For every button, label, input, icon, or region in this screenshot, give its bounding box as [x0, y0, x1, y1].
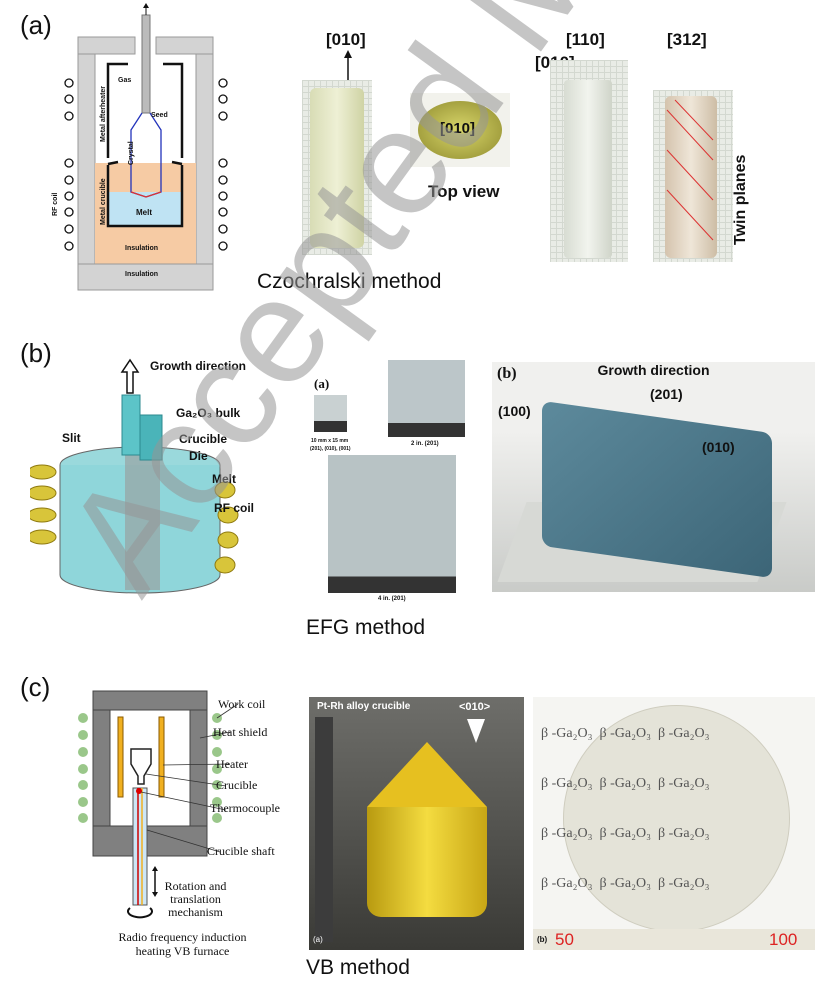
arrow-icon	[344, 50, 352, 82]
plane-201: (201)	[650, 386, 683, 402]
efg-crystal-photo: (b) Growth direction (100) (201) (010)	[492, 362, 815, 592]
czochralski-crystal-photo	[302, 80, 372, 255]
wafer-text: β -Ga₂O₃	[599, 726, 651, 741]
direction-010-label: [010]	[326, 30, 366, 49]
110-crystal-photo	[550, 60, 628, 262]
direction-label: <010>	[459, 701, 491, 713]
rotation-line2: translation	[170, 892, 221, 906]
wafer-text: β -Ga₂O₃	[657, 726, 710, 741]
rf-coil-label-b: RF coil	[214, 501, 255, 515]
wafer-text: β -Ga₂O₃	[657, 876, 710, 891]
insulation-inner-label: Insulation	[125, 245, 159, 252]
wafer-text: β -Ga₂O₃	[541, 776, 593, 791]
small-wafer-planes: (201), (010), (001)	[310, 446, 351, 452]
direction-312-label: [312]	[667, 30, 707, 49]
melt-label-b: Melt	[212, 472, 236, 486]
wafer-text: β -Ga₂O₃	[657, 826, 710, 841]
melt-label: Melt	[136, 208, 152, 217]
wafer-text: β -Ga₂O₃	[657, 776, 710, 791]
twin-planes-label: Twin planes	[732, 154, 749, 245]
efg-diagram	[30, 358, 239, 594]
top-view-direction: [010]	[440, 120, 476, 137]
312-crystal-photo	[653, 90, 733, 262]
crucible-shaft-label: Crucible shaft	[207, 844, 275, 858]
photo-a-tag: (a)	[314, 376, 330, 391]
large-wafer-size: 4 in. (201)	[378, 596, 406, 602]
heat-shield-label: Heat shield	[213, 725, 268, 739]
wafer-text-grid: β -Ga₂O₃ β -Ga₂O₃ β -Ga₂O₃ β -Ga₂O₃ β -G…	[541, 709, 815, 909]
plane-100: (100)	[498, 403, 531, 419]
afterheater-label: Metal afterheater	[100, 85, 107, 142]
czochralski-method-title: Czochralski method	[257, 270, 442, 293]
vb-method-title: VB method	[306, 956, 410, 979]
metal-crucible-label: Metal crucible	[100, 178, 107, 225]
pt-rh-label: Pt-Rh alloy crucible	[317, 701, 411, 712]
ruler-100: 100	[769, 930, 798, 949]
photo-b-tag-c: (b)	[537, 935, 548, 944]
direction-110-label: [110]	[566, 30, 605, 49]
small-wafer-size: 10 mm x 15 mm	[311, 438, 349, 444]
vb-crystal-photo: Pt-Rh alloy crucible <010> (a)	[309, 697, 524, 950]
panel-b-label: (b)	[20, 338, 52, 368]
mid-wafer-size: 2 in. (201)	[411, 441, 439, 447]
wafer-text: β -Ga₂O₃	[599, 876, 651, 891]
wafer-text: β -Ga₂O₃	[541, 826, 593, 841]
photo-a-tag-c: (a)	[313, 935, 323, 944]
panel-c-label: (c)	[20, 672, 51, 702]
crucible-label-c: Crucible	[216, 778, 258, 792]
gas-label: Gas	[118, 77, 132, 84]
die-label: Die	[189, 449, 208, 463]
heater-label: Heater	[216, 757, 248, 771]
ga2o3-bulk-label: Ga₂O₃ bulk	[176, 406, 241, 420]
vb-furnace-diagram	[78, 690, 239, 919]
vb-wafer-photo: β -Ga₂O₃ β -Ga₂O₃ β -Ga₂O₃ β -Ga₂O₃ β -G…	[533, 697, 815, 950]
wafer-text: β -Ga₂O₃	[541, 876, 593, 891]
efg-wafers-photo: (a) 10 mm x 15 mm (201), (010), (001) 2 …	[310, 360, 488, 605]
wafer-text: β -Ga₂O₃	[541, 726, 593, 741]
rf-coil-label: RF coil	[52, 192, 59, 216]
photo-growth-direction: Growth direction	[597, 362, 710, 378]
ruler-50: 50	[555, 930, 574, 949]
seed-label: Seed	[151, 112, 168, 119]
efg-method-title: EFG method	[306, 616, 426, 639]
czochralski-diagram	[64, 3, 228, 291]
rotation-line1: Rotation and	[164, 879, 227, 893]
photo-b-tag: (b)	[497, 365, 517, 382]
crucible-label: Crucible	[179, 432, 228, 446]
caption-line2: heating VB furnace	[135, 944, 230, 958]
caption-line1: Radio frequency induction	[118, 930, 247, 944]
growth-direction-label: Growth direction	[150, 359, 246, 373]
plane-010: (010)	[702, 439, 735, 455]
wafer-text: β -Ga₂O₃	[599, 826, 651, 841]
wafer-text: β -Ga₂O₃	[599, 776, 651, 791]
top-view-photo: [010]	[410, 93, 510, 167]
rotation-line3: mechanism	[168, 905, 223, 919]
panel-a-label: (a)	[20, 10, 52, 40]
insulation-base-label: Insulation	[125, 271, 159, 278]
slit-label: Slit	[62, 431, 81, 445]
thermocouple-label: Thermocouple	[210, 801, 280, 815]
top-view-label: Top view	[428, 182, 500, 201]
crystal-label: Crystal	[128, 141, 135, 165]
work-coil-label: Work coil	[218, 697, 266, 711]
